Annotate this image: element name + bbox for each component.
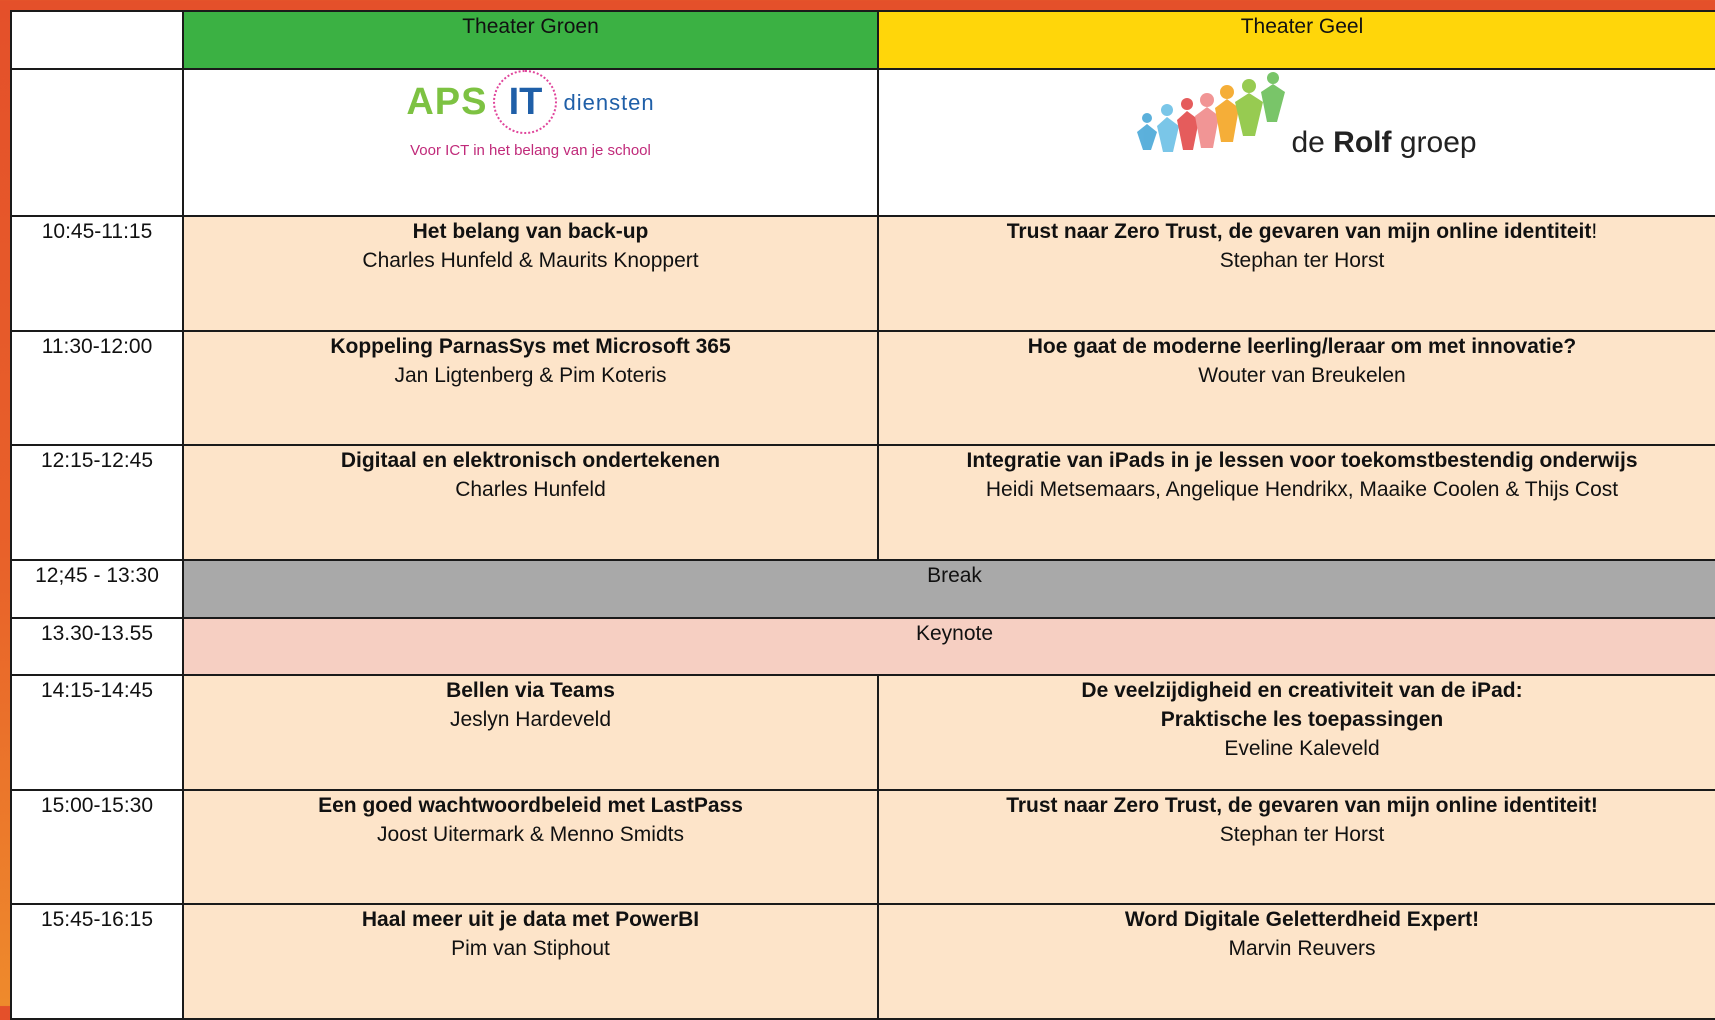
aps-logo-word: APS xyxy=(406,80,488,123)
session-speaker: Jeslyn Hardeveld xyxy=(449,707,612,731)
session-title: Bellen via Teams xyxy=(446,678,615,702)
session-cell-green: Haal meer uit je data met PowerBI Pim va… xyxy=(182,903,879,1020)
rolf-logo-text: de Rolf groep xyxy=(1291,126,1477,160)
session-cell-green: Digitaal en elektronisch ondertekenen Ch… xyxy=(182,444,879,562)
session-title-line-2: Praktische les toepassingen xyxy=(1160,707,1444,731)
session-cell-yellow: De veelzijdigheid en creativiteit van de… xyxy=(877,673,1715,791)
session-title: Haal meer uit je data met PowerBI xyxy=(361,908,700,932)
theater-groen-header: Theater Groen xyxy=(182,9,879,71)
session-cell-green: Bellen via Teams Jeslyn Hardeveld xyxy=(182,673,879,791)
time-slot: 15:00-15:30 xyxy=(10,788,184,906)
session-row: 11:30-12:00 Koppeling ParnasSys met Micr… xyxy=(10,329,1715,447)
schedule-table: Theater Groen Theater Geel APS IT dienst… xyxy=(10,9,1715,1020)
session-row: 10:45-11:15 Het belang van back-up Charl… xyxy=(10,215,1715,332)
session-title: Trust naar Zero Trust, de gevaren van mi… xyxy=(1006,220,1598,244)
logo-row: APS IT diensten Voor ICT in het belang v… xyxy=(10,68,1715,218)
break-cell: Break xyxy=(182,559,1715,619)
session-cell-green: Een goed wachtwoordbeleid met LastPass J… xyxy=(182,788,879,906)
session-title: Integratie van iPads in je lessen voor t… xyxy=(966,449,1638,473)
session-speaker: Heidi Metsemaars, Angelique Hendrikx, Ma… xyxy=(985,478,1619,502)
theater-geel-header: Theater Geel xyxy=(877,9,1715,71)
session-title: Het belang van back-up xyxy=(412,220,649,244)
session-title: Trust naar Zero Trust, de gevaren van mi… xyxy=(1006,793,1598,817)
session-title: Digitaal en elektronisch ondertekenen xyxy=(340,449,721,473)
time-slot: 15:45-16:15 xyxy=(10,903,184,1020)
time-slot: 10:45-11:15 xyxy=(10,215,184,332)
session-speaker: Joost Uitermark & Menno Smidts xyxy=(377,822,684,846)
session-cell-yellow: Hoe gaat de moderne leerling/leraar om m… xyxy=(877,329,1715,447)
session-title: Een goed wachtwoordbeleid met LastPass xyxy=(318,793,743,817)
logo-corner-cell xyxy=(10,68,184,218)
session-cell-yellow: Integratie van iPads in je lessen voor t… xyxy=(877,444,1715,562)
corner-cell xyxy=(10,9,184,71)
session-cell-green: Het belang van back-up Charles Hunfeld &… xyxy=(182,215,879,332)
keynote-row: 13.30-13.55 Keynote xyxy=(10,616,1715,676)
session-row: 12:15-12:45 Digitaal en elektronisch ond… xyxy=(10,444,1715,562)
session-title: Koppeling ParnasSys met Microsoft 365 xyxy=(330,334,731,358)
aps-logo-it: IT xyxy=(493,70,558,135)
session-speaker: Eveline Kaleveld xyxy=(1224,736,1380,760)
session-cell-yellow: Trust naar Zero Trust, de gevaren van mi… xyxy=(877,215,1715,332)
session-row: 14:15-14:45 Bellen via Teams Jeslyn Hard… xyxy=(10,673,1715,791)
session-cell-yellow: Trust naar Zero Trust, de gevaren van mi… xyxy=(877,788,1715,906)
session-speaker: Charles Hunfeld xyxy=(455,478,606,502)
time-slot: 13.30-13.55 xyxy=(10,616,184,676)
session-speaker: Marvin Reuvers xyxy=(1228,937,1376,961)
aps-logo-diensten: diensten xyxy=(563,89,655,115)
time-slot: 14:15-14:45 xyxy=(10,673,184,791)
session-speaker: Jan Ligtenberg & Pim Koteris xyxy=(394,363,667,387)
session-cell-green: Koppeling ParnasSys met Microsoft 365 Ja… xyxy=(182,329,879,447)
session-speaker: Stephan ter Horst xyxy=(1219,822,1385,846)
time-slot: 12:15-12:45 xyxy=(10,444,184,562)
session-row: 15:45-16:15 Haal meer uit je data met Po… xyxy=(10,903,1715,1020)
session-row: 15:00-15:30 Een goed wachtwoordbeleid me… xyxy=(10,788,1715,906)
children-figures-icon xyxy=(1137,72,1286,153)
time-slot: 11:30-12:00 xyxy=(10,329,184,447)
session-cell-yellow: Word Digitale Geletterdheid Expert! Marv… xyxy=(877,903,1715,1020)
de-rolf-groep-logo: de Rolf groep xyxy=(1127,70,1477,160)
session-speaker: Charles Hunfeld & Maurits Knoppert xyxy=(362,249,699,273)
aps-logo-tagline: Voor ICT in het belang van je school xyxy=(410,142,651,160)
session-speaker: Wouter van Breukelen xyxy=(1198,363,1406,387)
rolf-logo-cell: de Rolf groep xyxy=(877,68,1715,218)
session-title: De veelzijdigheid en creativiteit van de… xyxy=(1081,678,1523,702)
aps-logo-cell: APS IT diensten Voor ICT in het belang v… xyxy=(182,68,879,218)
session-speaker: Stephan ter Horst xyxy=(1219,249,1385,273)
header-row: Theater Groen Theater Geel xyxy=(10,9,1715,71)
session-title: Hoe gaat de moderne leerling/leraar om m… xyxy=(1027,334,1577,358)
session-speaker: Pim van Stiphout xyxy=(451,937,610,961)
keynote-cell: Keynote xyxy=(182,616,1715,676)
aps-it-diensten-logo: APS IT diensten Voor ICT in het belang v… xyxy=(406,70,654,160)
session-title: Word Digitale Geletterdheid Expert! xyxy=(1124,908,1480,932)
time-slot: 12;45 - 13:30 xyxy=(10,559,184,619)
break-row: 12;45 - 13:30 Break xyxy=(10,559,1715,619)
